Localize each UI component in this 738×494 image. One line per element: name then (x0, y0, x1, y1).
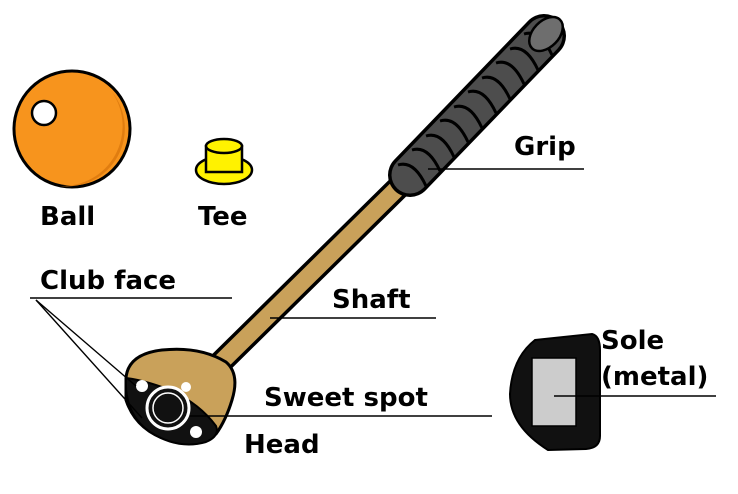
grip-label: Grip (514, 132, 576, 162)
grip-illustration (388, 14, 566, 197)
shaft-illustration (196, 156, 430, 387)
club-face-leader-a (35, 299, 137, 387)
tee-label: Tee (198, 202, 248, 232)
shaft-label: Shaft (332, 285, 411, 315)
ball-illustration (12, 69, 132, 189)
leader-lines (30, 168, 716, 419)
club-face-label: Club face (40, 266, 176, 296)
ball-label: Ball (40, 202, 95, 232)
tee-illustration (194, 137, 254, 186)
sweet-spot-label: Sweet spot (264, 383, 428, 413)
sole-metal-label: (metal) (601, 362, 708, 392)
club-face-leader-b (35, 299, 143, 419)
head-label: Head (244, 430, 320, 460)
sole-illustration (508, 332, 601, 452)
club-head-illustration (124, 347, 237, 446)
sole-label: Sole (601, 326, 664, 356)
